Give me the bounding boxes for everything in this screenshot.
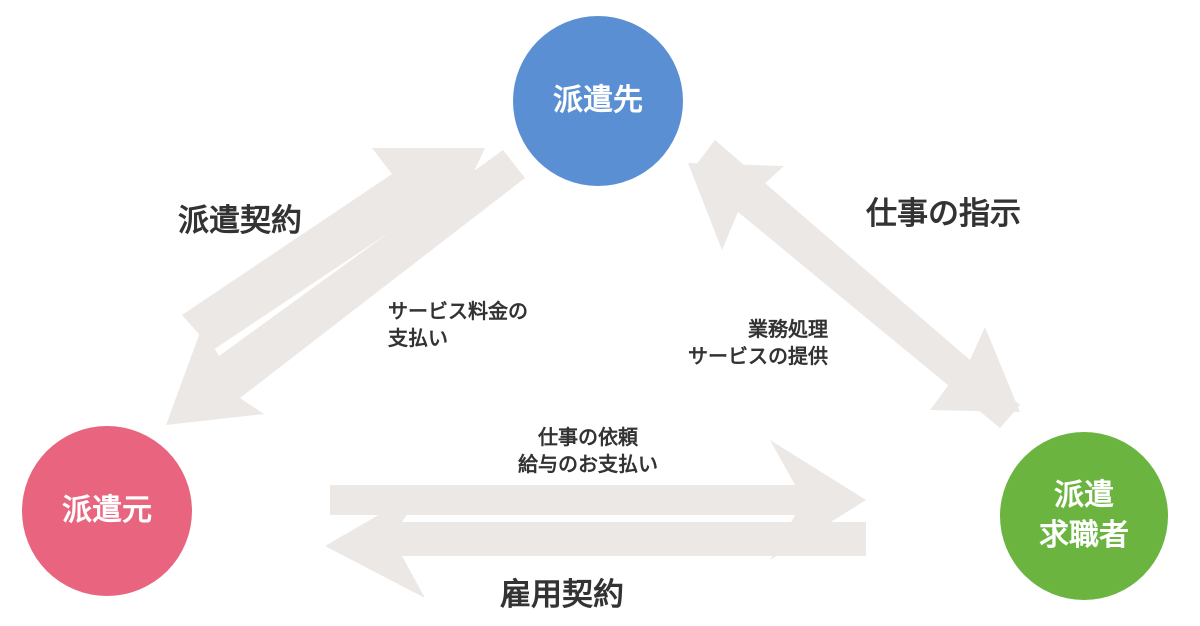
arrow-left-to-top [182, 148, 485, 350]
node-haken-saki-label: 派遣先 [553, 83, 643, 118]
arrow-top-to-left [166, 150, 525, 425]
arrow-left-to-right [330, 440, 866, 560]
node-haken-saki: 派遣先 [513, 16, 683, 186]
label-service-provision: 業務処理 サービスの提供 [688, 317, 828, 368]
label-work-instruction: 仕事の指示 [866, 196, 1021, 232]
label-service-fee-payment: サービス料金の 支払い [388, 299, 528, 350]
label-dispatch-contract: 派遣契約 [178, 203, 302, 239]
node-haken-kyushokusha-label: 派遣 求職者 [1039, 478, 1129, 553]
label-request-and-salary: 仕事の依頼 給与のお支払い [518, 425, 658, 476]
node-haken-kyushokusha: 派遣 求職者 [1000, 432, 1168, 600]
arrow-right-to-top [688, 163, 1020, 428]
label-employment-contract: 雇用契約 [500, 577, 624, 613]
node-haken-moto-label: 派遣元 [62, 493, 152, 528]
node-haken-moto: 派遣元 [22, 426, 192, 596]
arrow-right-to-left [325, 488, 866, 598]
